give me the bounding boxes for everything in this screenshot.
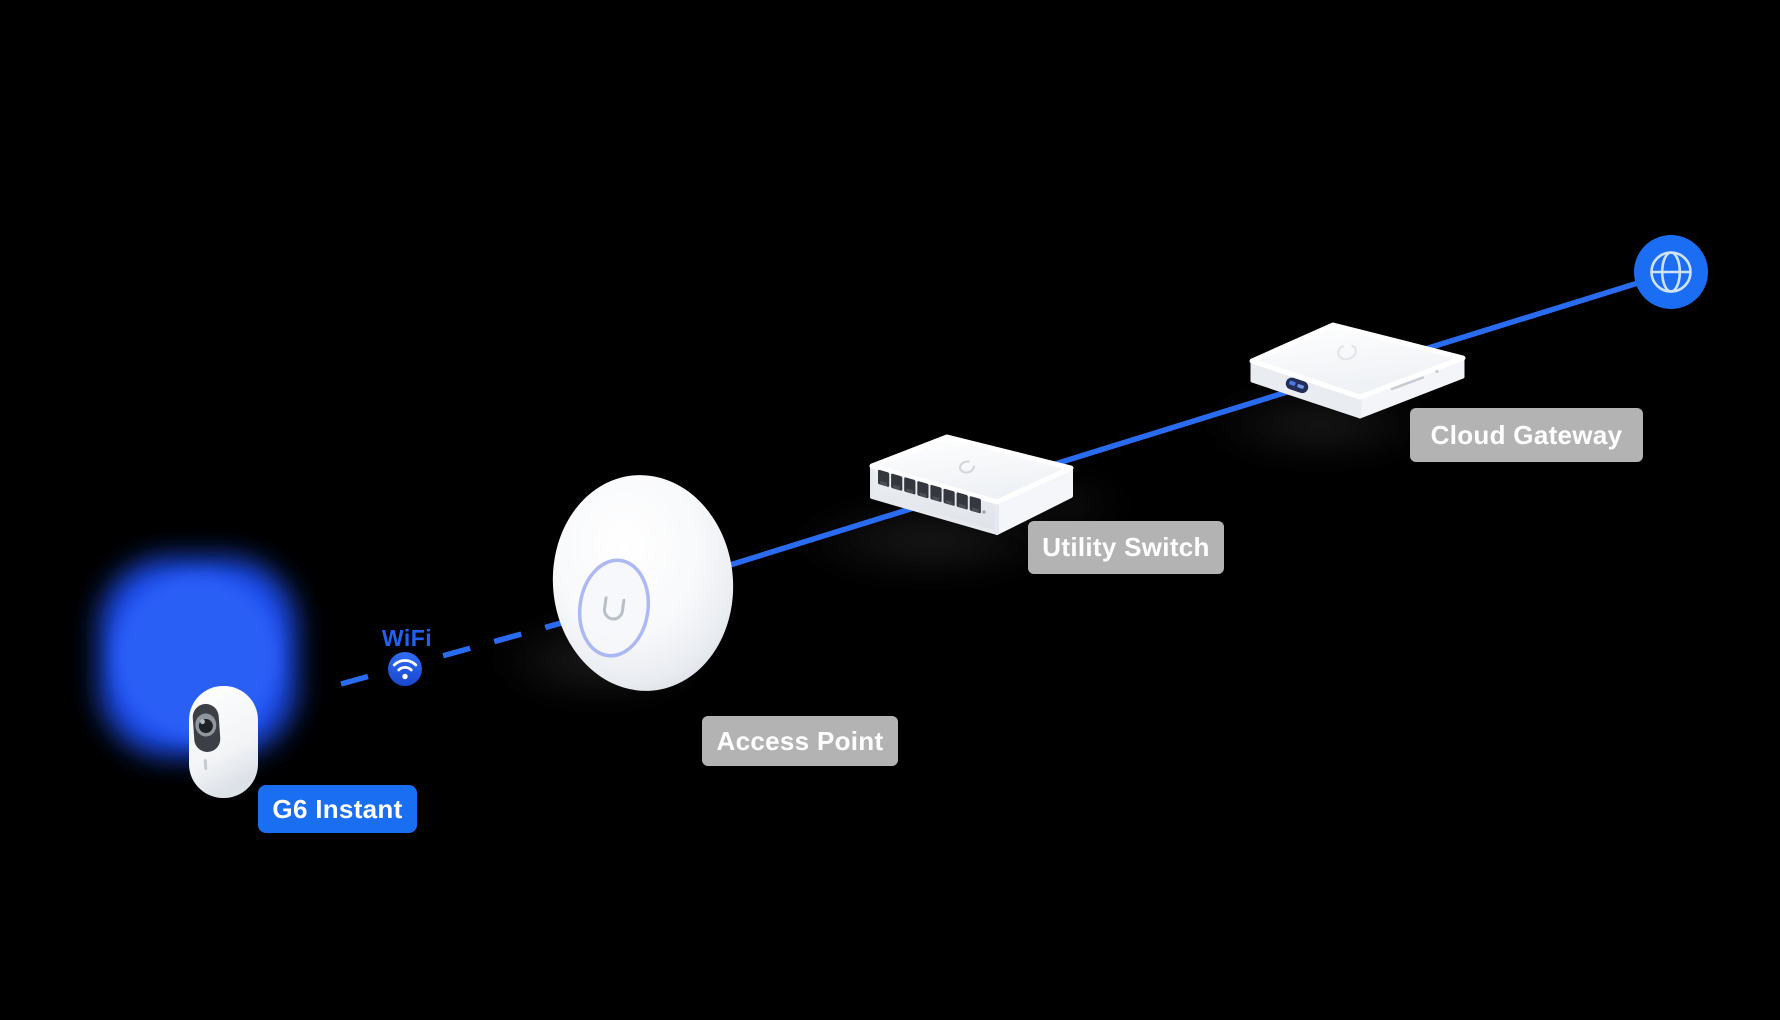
label-access-point: Access Point (702, 716, 898, 766)
access-point-device (552, 475, 734, 691)
label-cloud-gateway: Cloud Gateway (1410, 408, 1643, 462)
cloud-gateway-device (1249, 322, 1466, 419)
wired-link-line (597, 270, 1671, 609)
utility-switch-device (869, 434, 1074, 535)
gateway-wan-port (1285, 377, 1309, 394)
wifi-icon (388, 652, 422, 686)
label-g6-instant: G6 Instant (258, 785, 417, 833)
ubiquiti-logo-icon (1337, 343, 1357, 361)
ubiquiti-logo-icon (959, 460, 975, 474)
globe-icon (1634, 235, 1708, 309)
wifi-link-label: WiFi (381, 624, 433, 651)
label-utility-switch: Utility Switch (1028, 521, 1224, 574)
g6-instant-camera (189, 686, 258, 798)
switch-ports (878, 469, 981, 514)
wifi-dashed-link-line (340, 614, 584, 687)
